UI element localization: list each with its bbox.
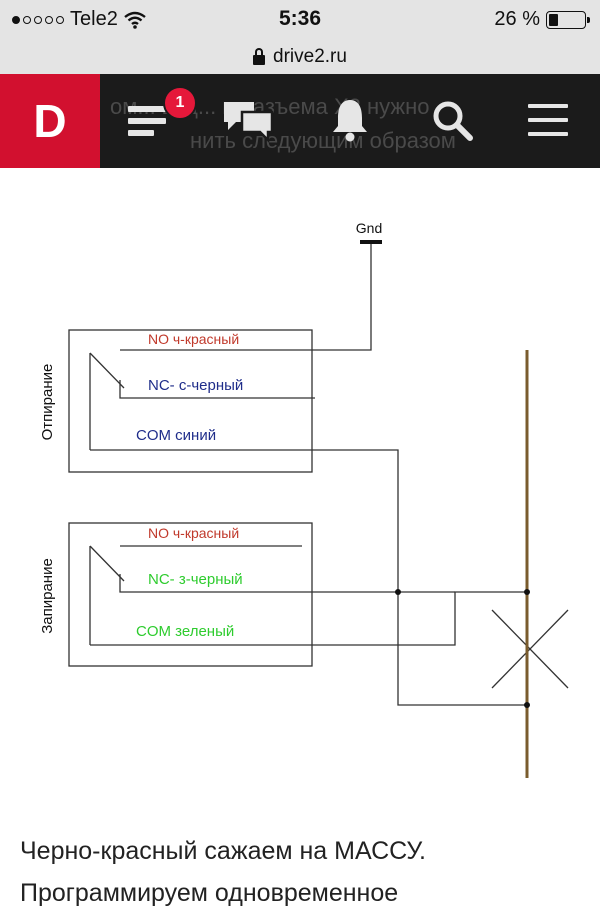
status-bar: Tele2 5:36 26 % xyxy=(0,0,600,40)
messages-icon[interactable] xyxy=(222,100,274,144)
battery-icon xyxy=(546,10,590,29)
block1-com-label: COM синий xyxy=(136,427,216,444)
signal-icon xyxy=(12,15,64,24)
battery-percent: 26 % xyxy=(494,8,540,30)
article-body: Черно-красный сажаем на МАССУ. Программи… xyxy=(20,830,590,914)
search-icon[interactable] xyxy=(432,100,474,142)
block1-no-label: NO ч-красный xyxy=(148,331,239,347)
article-line: Черно-красный сажаем на МАССУ. xyxy=(20,837,426,865)
drive2-logo[interactable]: D xyxy=(0,74,100,168)
url-domain[interactable]: drive2.ru xyxy=(273,46,347,67)
lock-icon xyxy=(253,48,266,65)
carrier-name: Tele2 xyxy=(70,8,118,30)
article-line: Программируем одновременное xyxy=(20,879,399,907)
gnd-label: Gnd xyxy=(356,220,382,236)
block2-nc-label: NC- з-черный xyxy=(148,571,243,588)
feed-icon[interactable] xyxy=(128,104,172,140)
site-nav-bar: ом... вод... и разъема X2 нужно нить сле… xyxy=(0,74,600,168)
wiring-diagram: Gnd Отпирание NO ч-красный NC- с-черный … xyxy=(39,220,569,778)
url-bar[interactable]: drive2.ru xyxy=(0,40,600,74)
block2-side-label: Запирание xyxy=(39,558,56,634)
battery: 26 % xyxy=(494,8,590,31)
underlying-text-line: нить следующим образом xyxy=(190,128,456,153)
block1-side-label: Отпирание xyxy=(39,364,56,441)
wifi-icon xyxy=(124,11,146,29)
menu-icon[interactable] xyxy=(528,104,570,138)
bell-icon[interactable] xyxy=(332,98,368,142)
carrier: Tele2 xyxy=(12,8,146,31)
block2-no-label: NO ч-красный xyxy=(148,525,239,541)
block2-com-label: COM зеленый xyxy=(136,623,234,640)
notification-badge[interactable]: 1 xyxy=(163,86,197,120)
block1-nc-label: NC- с-черный xyxy=(148,377,243,394)
clock: 5:36 xyxy=(278,7,322,30)
